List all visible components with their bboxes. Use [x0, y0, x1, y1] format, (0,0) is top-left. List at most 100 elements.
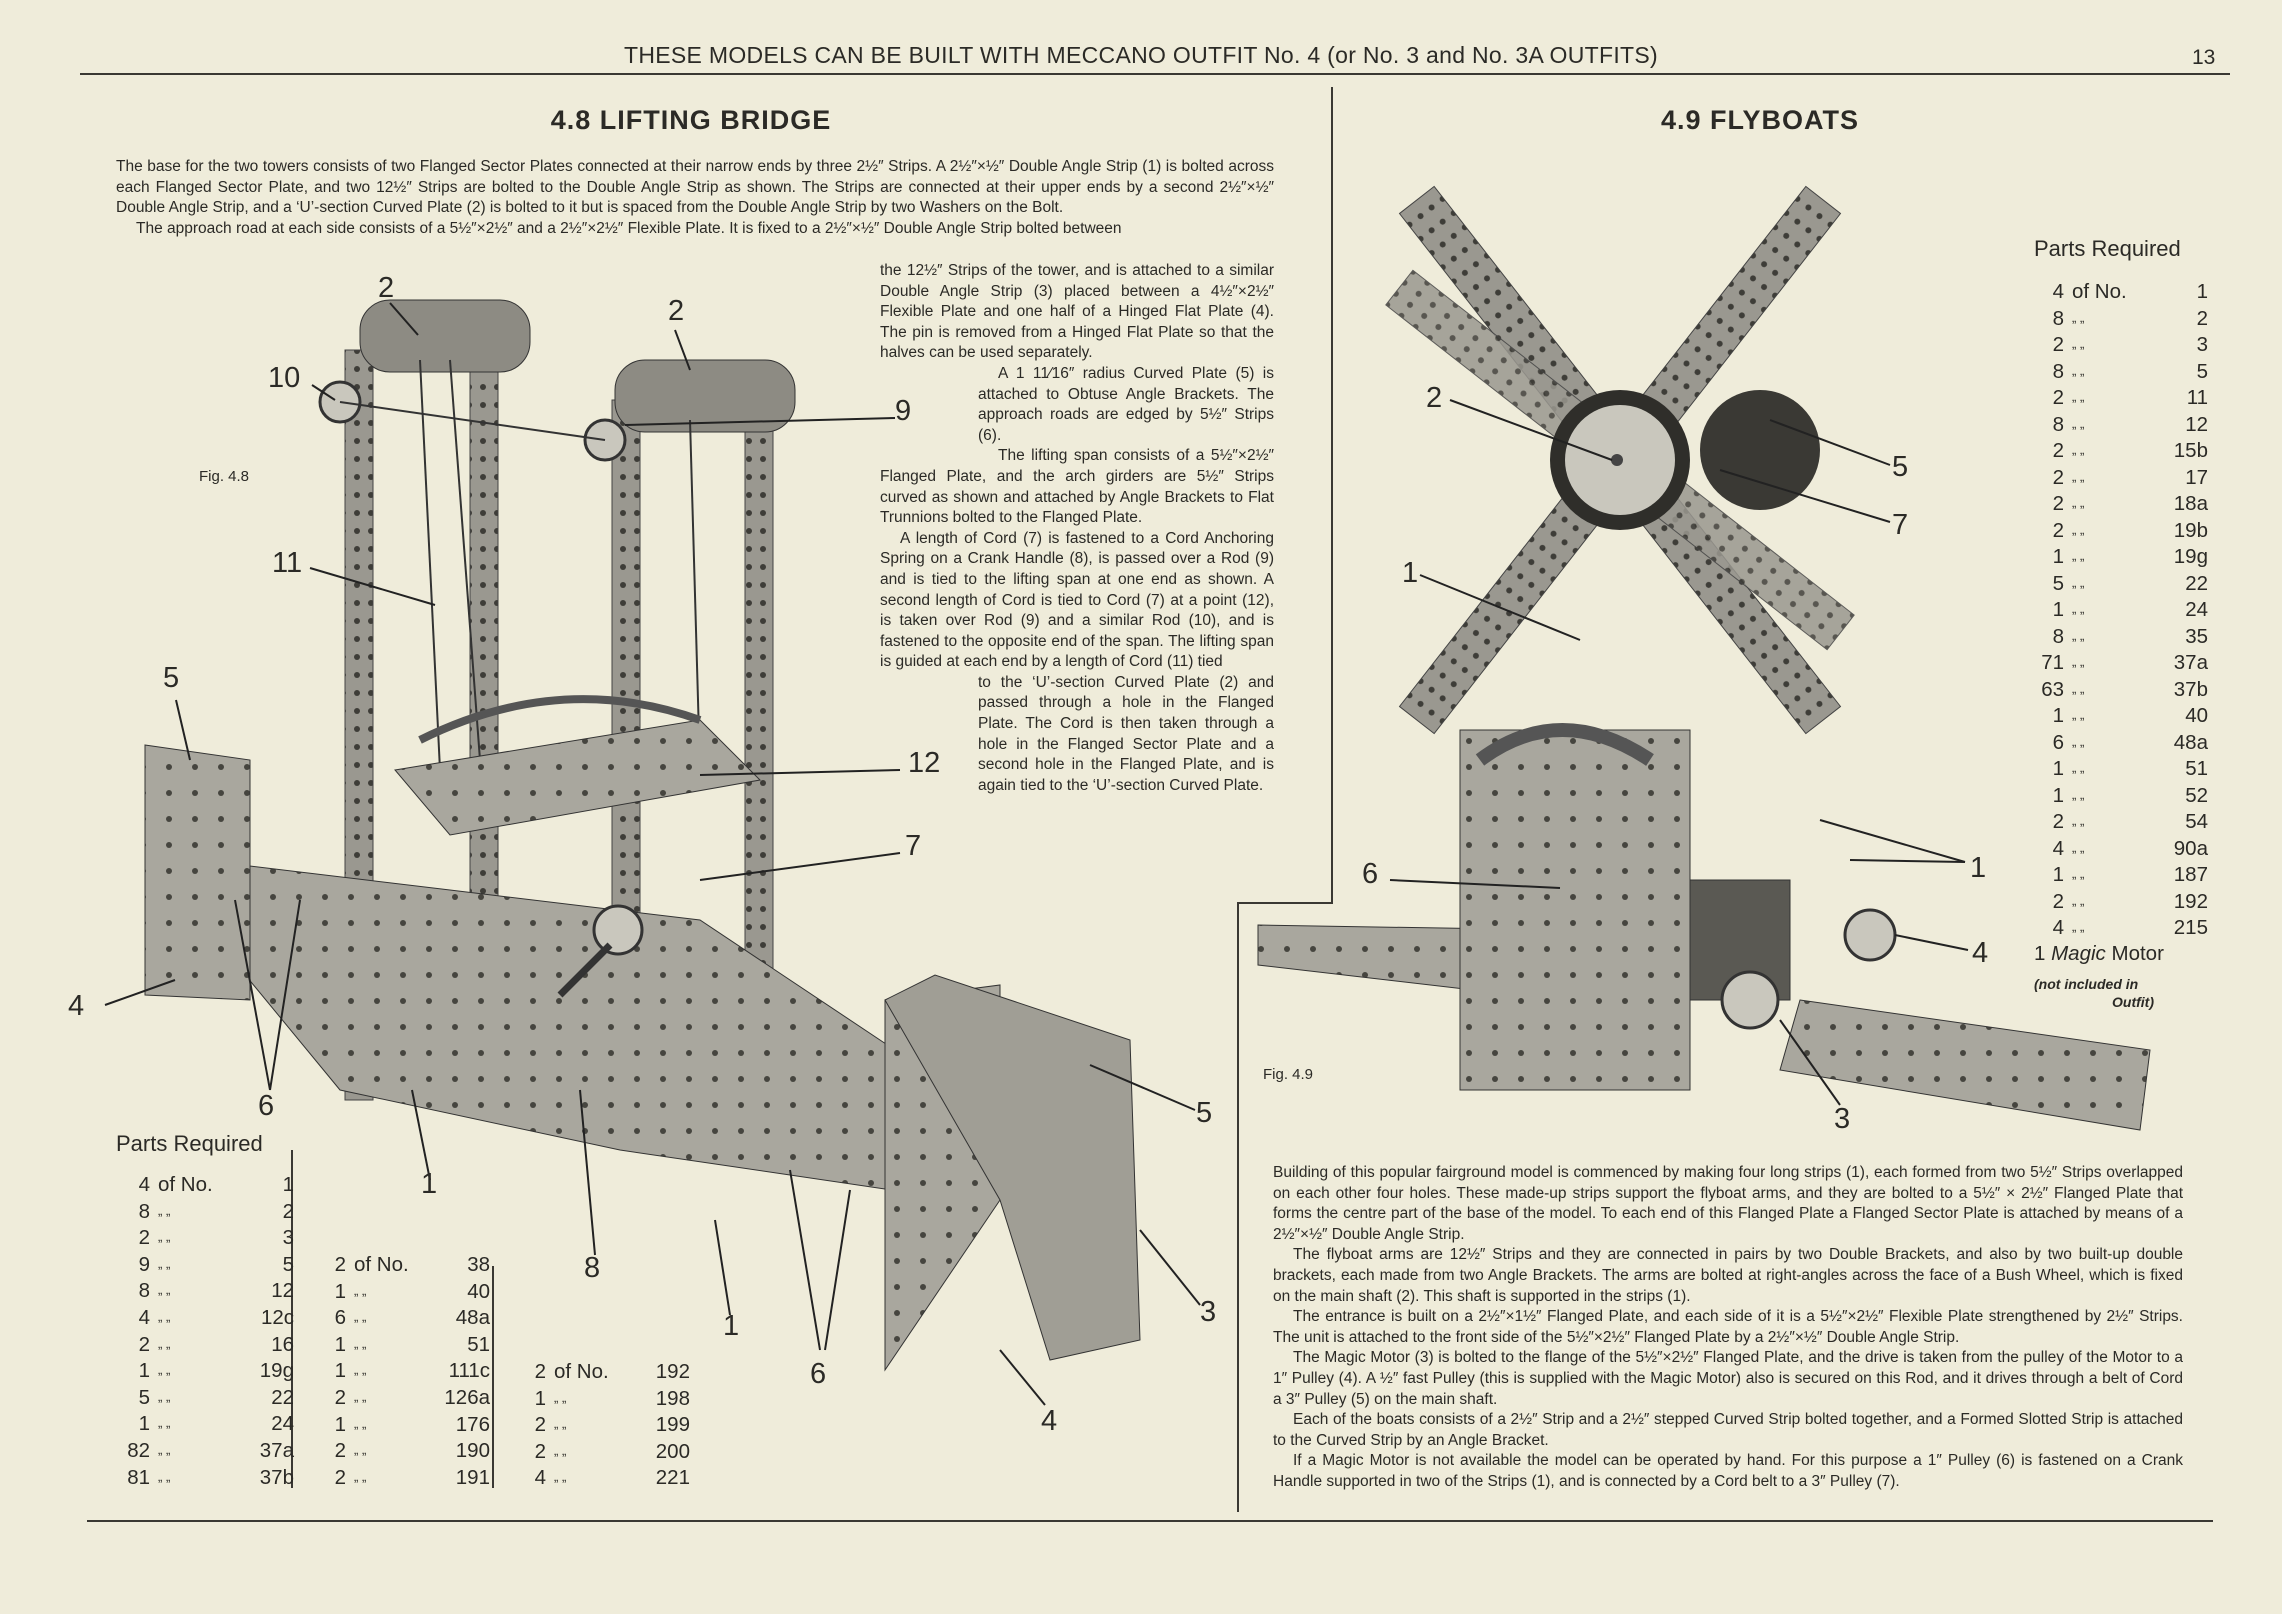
part-number: 126a [444, 1386, 490, 1409]
callout: 10 [268, 362, 301, 394]
part-qty: 2 [138, 1332, 150, 1356]
part-ditto: „ „ [2072, 892, 2085, 908]
paragraph: The base for the two towers consists of … [116, 158, 1274, 217]
flyboats-text: Building of this popular fairground mode… [1273, 1163, 2183, 1493]
motor-note-line1: (not included in [2034, 976, 2139, 992]
part-qty: 2 [334, 1253, 346, 1276]
part-number: 37b [259, 1465, 294, 1489]
part-qty: 6 [2052, 730, 2064, 754]
part-number: 200 [655, 1439, 690, 1463]
part-ditto: „ „ [2072, 919, 2085, 934]
part-qty: 1 [334, 1332, 346, 1356]
part-ditto: „ „ [354, 1389, 367, 1404]
part-number: 90a [2173, 836, 2208, 860]
paragraph: Each of the boats consists of a 2½″ Stri… [1273, 1411, 2183, 1449]
hinged-plate [144, 744, 251, 1001]
part-number: 24 [2185, 598, 2208, 621]
callout: 6 [810, 1358, 827, 1390]
callout: 9 [895, 395, 912, 427]
callout: 4 [1972, 937, 1989, 969]
paragraph: The lifting span consists of a 5½″×2½″ F… [880, 447, 1274, 527]
part-ditto: „ „ [158, 1415, 171, 1431]
part-qty: 2 [2052, 333, 2064, 356]
part-qty: 5 [138, 1385, 150, 1409]
part-number: 19g [2173, 545, 2208, 568]
part-ditto: „ „ [554, 1416, 567, 1432]
part-qty: 4 [534, 1466, 546, 1490]
part-ditto: „ „ [2072, 813, 2085, 828]
parts-divider [492, 1266, 494, 1488]
part-ditto: „ „ [2072, 495, 2085, 510]
lifting-bridge-text: The base for the two towers consists of … [116, 157, 1274, 239]
part-qty: 6 [334, 1306, 346, 1330]
part-ditto: „ „ [2072, 389, 2085, 404]
part-number: 19g [259, 1359, 294, 1383]
part-ditto: „ „ [2072, 521, 2085, 537]
callout: 7 [1892, 509, 1909, 541]
part-qty: 8 [2052, 359, 2064, 383]
part-ditto: „ „ [2072, 786, 2085, 802]
part-qty: 2 [2052, 889, 2064, 913]
part-ditto: of No. [158, 1173, 213, 1196]
lifting-bridge-column-text: the 12½″ Strips of the tower, and is att… [880, 261, 1274, 796]
part-qty: 1 [138, 1412, 150, 1436]
column-divider-lower [1237, 902, 1239, 1512]
bush-wheel [1700, 390, 1820, 510]
part-qty: 1 [2052, 545, 2064, 568]
part-number: 3 [282, 1226, 294, 1250]
part-number: 3 [2196, 333, 2208, 356]
parts-required-heading: Parts Required [116, 1131, 263, 1156]
callout: 3 [1200, 1296, 1217, 1328]
part-ditto: „ „ [158, 1468, 171, 1484]
part-qty: 82 [127, 1439, 150, 1462]
pulley [1843, 908, 1897, 962]
part-number: 221 [655, 1466, 690, 1490]
running-header: THESE MODELS CAN BE BUILT WITH MECCANO O… [624, 42, 1658, 68]
part-number: 40 [2185, 704, 2208, 727]
callout: 2 [1426, 382, 1443, 414]
part-ditto: „ „ [2072, 548, 2085, 563]
motor-brand: Magic [2051, 942, 2106, 965]
part-qty: 1 [334, 1359, 346, 1383]
part-qty: 4 [138, 1306, 150, 1329]
column-divider [1331, 87, 1333, 903]
motor-note-line2: Outfit) [2112, 994, 2154, 1010]
part-number: 198 [655, 1386, 690, 1410]
part-number: 18a [2173, 492, 2208, 515]
part-qty: 2 [334, 1439, 346, 1463]
part-number: 199 [655, 1413, 690, 1437]
tower-strip [744, 399, 774, 1021]
part-qty: 2 [534, 1360, 546, 1383]
part-ditto: „ „ [2072, 707, 2085, 722]
part-number: 12 [271, 1279, 294, 1303]
part-number: 12 [2185, 412, 2208, 436]
callout: 1 [421, 1168, 438, 1200]
callout: 5 [1892, 451, 1909, 483]
part-ditto: „ „ [158, 1255, 171, 1271]
part-number: 37a [259, 1439, 294, 1462]
part-qty: 8 [138, 1199, 150, 1223]
parts-divider [291, 1150, 293, 1488]
part-number: 22 [2185, 571, 2208, 595]
part-ditto: „ „ [2072, 309, 2085, 325]
part-ditto: „ „ [2072, 680, 2085, 696]
lifting-span [394, 719, 762, 836]
part-number: 1 [2196, 280, 2208, 303]
part-number: 192 [2173, 889, 2208, 913]
callout: 2 [378, 272, 395, 304]
part-ditto: „ „ [354, 1335, 367, 1351]
pulley [1720, 970, 1780, 1030]
part-number: 190 [455, 1439, 490, 1463]
entrance [1459, 729, 1691, 1091]
callout: 5 [1196, 1097, 1213, 1129]
part-ditto: of No. [554, 1360, 609, 1383]
part-qty: 2 [2052, 492, 2064, 515]
part-number: 5 [282, 1252, 294, 1276]
part-ditto: „ „ [2072, 415, 2085, 431]
part-number: 40 [467, 1279, 490, 1303]
part-number: 19b [2173, 518, 2208, 542]
footer-rule [87, 1520, 2213, 1522]
part-ditto: „ „ [2072, 654, 2085, 669]
part-ditto: „ „ [2072, 336, 2085, 351]
part-qty: 1 [2052, 704, 2064, 727]
